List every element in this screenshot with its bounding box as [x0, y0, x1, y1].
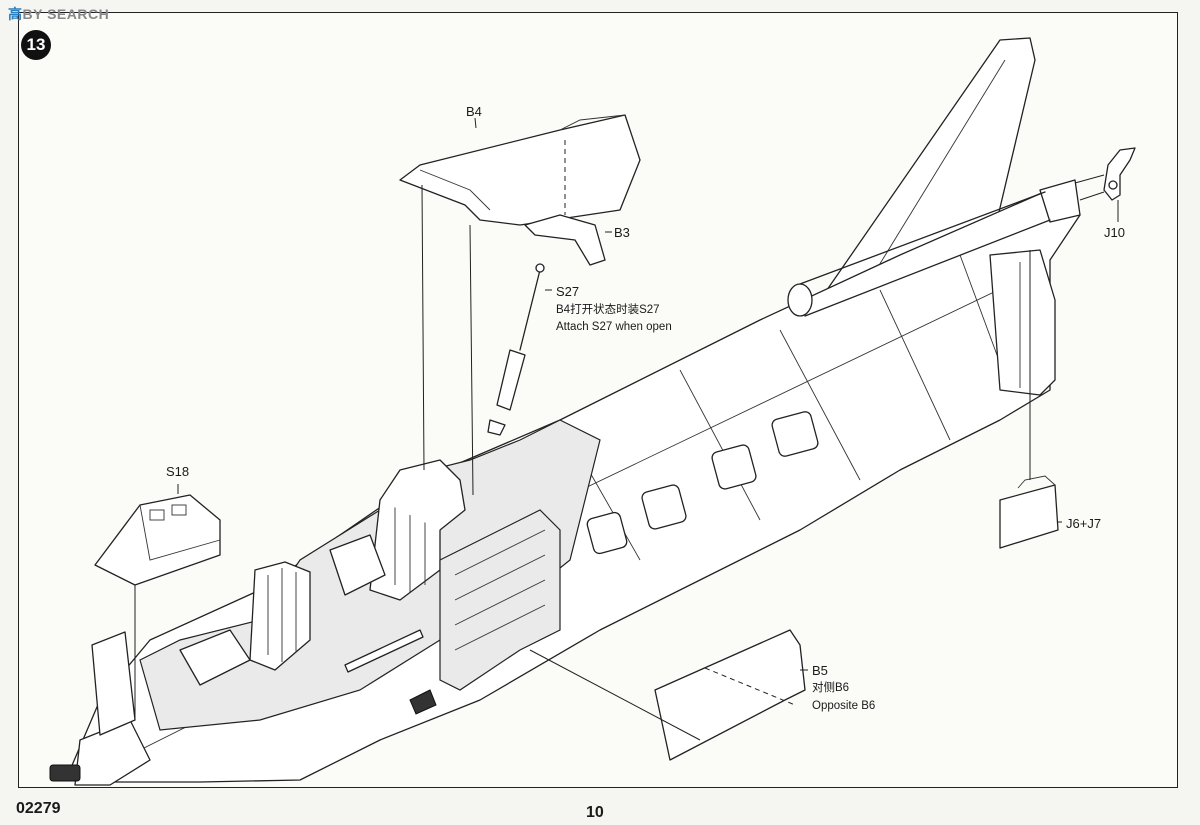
kit-number: 02279 — [16, 800, 61, 817]
part-b4 — [399, 114, 641, 226]
label-s18: S18 — [166, 464, 190, 479]
avionics-bay — [439, 509, 561, 691]
front-seat — [249, 561, 311, 671]
label-s27-note-en: Attach S27 when open — [556, 321, 672, 333]
window-2 — [711, 444, 757, 490]
tail-cone — [1039, 179, 1081, 223]
window-3 — [641, 484, 687, 530]
nose-section — [49, 631, 151, 786]
step-number-badge: 13 — [21, 30, 51, 60]
page-number: 10 — [586, 804, 604, 821]
label-b5-note-en: Opposite B6 — [812, 700, 876, 712]
label-j10: J10 — [1104, 225, 1125, 240]
part-j10 — [1074, 147, 1136, 201]
part-s18 — [94, 484, 221, 720]
watermark-prefix: 高 — [8, 6, 23, 22]
part-b5 — [529, 629, 808, 761]
aft-instrument-panel — [329, 534, 386, 596]
nose-panel — [91, 631, 136, 736]
bay-grille — [409, 689, 437, 715]
instrument-panel — [179, 629, 251, 686]
panel-slot — [344, 629, 424, 673]
label-b5-note-cn: 对侧B6 — [812, 682, 850, 694]
label-j6-j7: J6+J7 — [1066, 516, 1102, 531]
site-watermark: 高BY SEARCH — [8, 4, 109, 24]
intake-duct — [989, 249, 1056, 396]
fin-root-fairing — [787, 283, 813, 317]
label-b3: B3 — [614, 225, 630, 240]
part-j6-j7 — [999, 250, 1062, 549]
window-4 — [586, 511, 628, 555]
label-s27: S27 — [556, 284, 580, 299]
watermark-text: BY SEARCH — [22, 6, 110, 22]
label-s27-note-cn: B4打开状态时装S27 — [556, 304, 660, 316]
label-b4: B4 — [466, 104, 482, 119]
label-b5: B5 — [812, 663, 828, 678]
canopy-frame — [379, 459, 466, 531]
window-1 — [771, 411, 819, 457]
part-s27 — [487, 263, 552, 436]
part-b3 — [524, 214, 612, 266]
